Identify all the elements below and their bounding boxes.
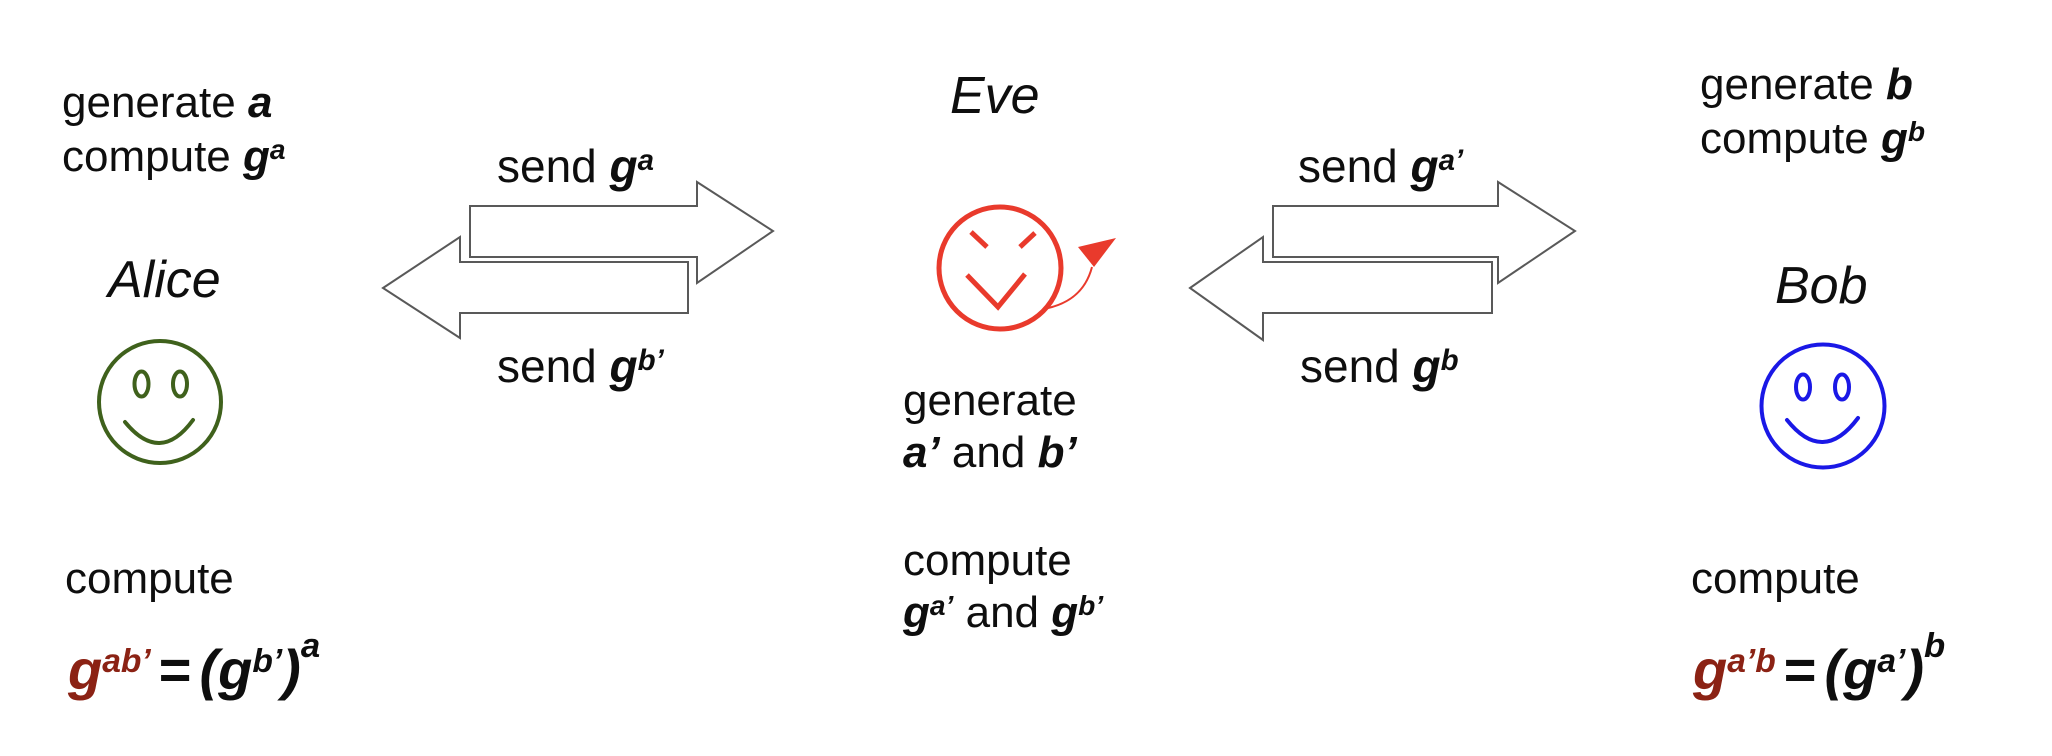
eve-left-eye [969, 230, 989, 249]
right-arrow-pair [1188, 180, 1577, 342]
alice-secret-var: a [247, 78, 273, 127]
bob-formula-open-paren: ( [1824, 638, 1844, 701]
eve-base2: g [1051, 588, 1079, 637]
bob-secret-var: b [1885, 60, 1913, 109]
alice-steps: generate a compute ga [62, 76, 286, 189]
alice-formula-lhs-exponent: ab’ [102, 642, 151, 680]
bob-compute-label: compute [1691, 554, 1860, 603]
alice-formula-open-paren: ( [199, 638, 219, 701]
alice-name-label: Alice [108, 251, 221, 309]
send-prefix: send [1300, 340, 1413, 392]
bob-smile [1785, 416, 1860, 444]
arrow-left-icon [381, 235, 689, 340]
send-prefix: send [497, 340, 610, 392]
bob-left-eye [1794, 372, 1812, 402]
bob-generate-line: generate b [1700, 58, 1925, 112]
bob-public-base: g [1880, 114, 1908, 163]
left-arrow-pair [381, 180, 775, 340]
alice-formula-outer-exponent: a [300, 627, 321, 666]
bob-formula-lhs-exponent: a’b [1727, 642, 1776, 680]
alice-formula-lhs-base: g [68, 638, 103, 701]
send-base: g [609, 340, 638, 392]
label-send-g-b-prime: send gb’ [497, 341, 664, 392]
alice-compute-line: compute ga [62, 130, 286, 189]
eve-right-eye [1018, 231, 1037, 249]
eve-var-b-prime: b’ [1037, 428, 1077, 477]
eve-and-text: and [939, 428, 1038, 477]
bob-key-formula: ga’b=(ga’)b [1693, 627, 1945, 701]
send-exponent: a [637, 143, 655, 177]
eve-exponent2: b’ [1078, 590, 1104, 622]
alice-public-exponent: a [269, 134, 286, 166]
alice-formula-inner-exponent: b’ [252, 642, 283, 680]
eve-generate-text: generate [903, 376, 1077, 425]
send-prefix: send [497, 140, 610, 192]
alice-formula-equals-sign: = [158, 638, 192, 701]
label-send-g-a: send ga [497, 141, 654, 192]
eve-generate-line2: a’ and b’ [903, 427, 1077, 479]
eve-face-outline [936, 204, 1064, 332]
arrow-right-icon [469, 180, 775, 285]
bob-compute-line: compute gb [1700, 112, 1925, 171]
send-base: g [1410, 140, 1439, 192]
eve-generate-line1: generate [903, 375, 1077, 427]
eve-exponent1: a’ [929, 590, 954, 622]
bob-compute-text: compute [1700, 114, 1881, 163]
alice-compute-label: compute [65, 554, 234, 603]
alice-formula-close-paren: ) [282, 638, 301, 701]
bob-steps: generate b compute gb [1700, 58, 1925, 171]
eve-compute-line2: ga’ and gb’ [903, 587, 1103, 644]
bob-right-eye [1833, 372, 1851, 402]
bob-public-exponent: b [1907, 116, 1926, 148]
eve-devil-smiley-icon [936, 204, 1116, 332]
eve-compute-text: compute [903, 536, 1072, 585]
arrow-right-icon [1272, 180, 1577, 285]
eve-and-text2: and [953, 588, 1052, 637]
bob-formula-inner-base: g [1843, 638, 1878, 701]
alice-generate-text: generate [62, 78, 248, 127]
alice-public-base: g [242, 132, 270, 181]
alice-left-eye [132, 369, 151, 399]
alice-smile [123, 418, 195, 445]
alice-face-outline [97, 339, 223, 465]
eve-base1: g [903, 588, 930, 637]
alice-generate-line: generate a [62, 76, 286, 130]
send-exponent: b’ [637, 343, 664, 377]
eve-name-label: Eve [950, 67, 1040, 125]
bob-smiley-icon [1759, 342, 1887, 470]
bob-formula-equals-sign: = [1783, 638, 1817, 701]
eve-compute-line1: compute [903, 535, 1103, 587]
eve-compute-steps: compute ga’ and gb’ [903, 535, 1103, 644]
arrow-left-icon [1188, 235, 1493, 342]
send-base: g [1412, 340, 1441, 392]
eve-var-a-prime: a’ [903, 428, 940, 477]
alice-right-eye [171, 369, 189, 399]
alice-key-formula: gab’=(gb’)a [68, 627, 320, 701]
send-base: g [609, 140, 638, 192]
bob-formula-outer-exponent: b [1923, 627, 1946, 666]
bob-name-label: Bob [1775, 257, 1868, 315]
send-exponent: a’ [1438, 143, 1464, 177]
bob-face-outline [1759, 342, 1887, 470]
eve-tail-arrowhead-icon [1078, 238, 1116, 267]
eve-mouth [965, 272, 1027, 311]
alice-formula-inner-base: g [218, 638, 253, 701]
label-send-g-a-prime: send ga’ [1298, 141, 1463, 192]
bob-formula-lhs-base: g [1693, 638, 1728, 701]
send-exponent: b [1440, 343, 1459, 377]
alice-smiley-icon [97, 339, 223, 465]
alice-compute-text: compute [62, 132, 243, 181]
eve-generate-steps: generate a’ and b’ [903, 375, 1077, 479]
bob-formula-close-paren: ) [1905, 638, 1924, 701]
bob-generate-text: generate [1700, 60, 1886, 109]
send-prefix: send [1298, 140, 1411, 192]
label-send-g-b: send gb [1300, 341, 1459, 392]
bob-formula-inner-exponent: a’ [1877, 642, 1906, 680]
